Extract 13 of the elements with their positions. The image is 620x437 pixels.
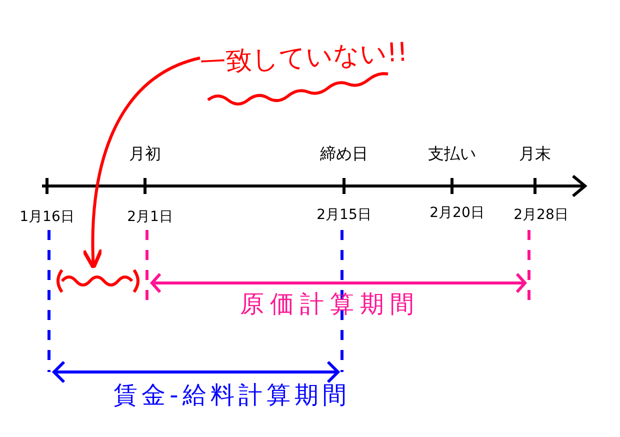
date-label: 2月20日: [430, 206, 484, 220]
period-label: 賃金-給料計算期間: [114, 383, 350, 407]
arrow: [82, 56, 200, 270]
period-label: 原価計算期間: [240, 292, 420, 316]
date-label: 2月1日: [127, 210, 173, 224]
date-label: 2月15日: [316, 208, 372, 222]
date-label: 1月16日: [20, 210, 74, 224]
event-label: 月末: [519, 146, 551, 162]
event-label: 締め日: [320, 146, 368, 162]
date-label: 2月28日: [514, 208, 568, 222]
annotation-text: 一致していない!!: [199, 36, 409, 80]
event-label: 支払い: [428, 146, 476, 162]
event-label: 月初: [129, 146, 161, 162]
